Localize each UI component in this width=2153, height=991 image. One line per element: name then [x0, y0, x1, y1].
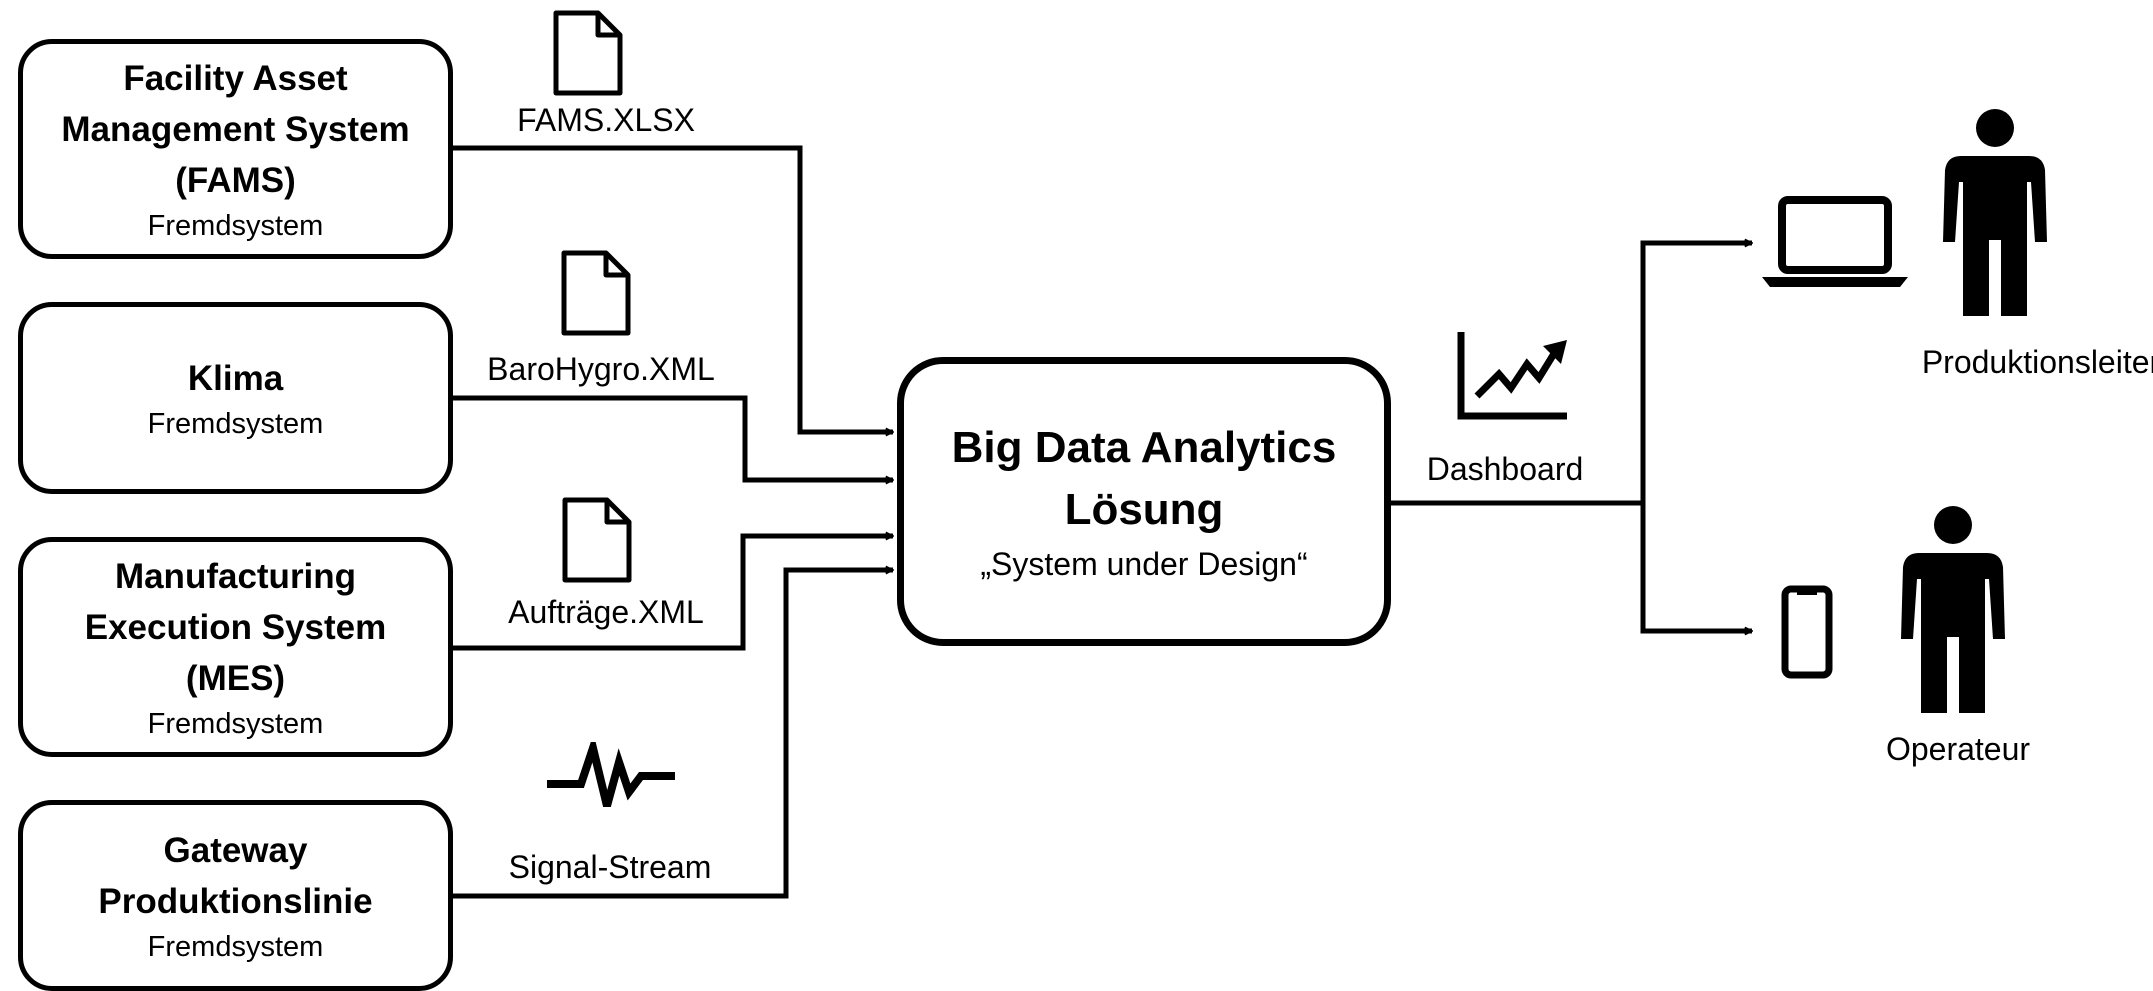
connector-fams [450, 145, 893, 432]
source-title: Manufacturing Execution System (MES) [84, 556, 387, 698]
source-subtitle: Fremdsystem [147, 930, 324, 963]
connector-to-phone [1640, 503, 1752, 631]
document-icon [562, 497, 632, 583]
connector-klima [450, 395, 893, 480]
source-subtitle: Fremdsystem [147, 707, 324, 740]
data-label-gateway: Signal-Stream [508, 849, 712, 885]
source-subtitle: Fremdsystem [147, 209, 324, 242]
data-label-fams: FAMS.XLSX [517, 102, 695, 138]
source-box-gateway: Gateway Produktionslinie Fremdsystem [18, 800, 453, 991]
user-label-operateur: Operateur [1885, 731, 2031, 767]
source-title: Gateway Produktionslinie [98, 830, 373, 921]
source-box-klima: Klima Fremdsystem [18, 302, 453, 494]
center-box-big-data: Big Data Analytics Lösung „System under … [897, 357, 1391, 646]
center-subtitle: „System under Design“ [980, 545, 1308, 582]
source-box-mes: Manufacturing Execution System (MES) Fre… [18, 537, 453, 757]
laptop-icon [1762, 196, 1908, 287]
connector-gateway [450, 570, 893, 899]
source-title: Facility Asset Management System (FAMS) [61, 58, 410, 200]
connector-to-laptop [1640, 243, 1752, 503]
person-icon [1943, 109, 2047, 316]
center-title: Big Data Analytics Lösung [951, 422, 1337, 534]
dashboard-label: Dashboard [1426, 451, 1584, 487]
connector-mes [450, 536, 893, 651]
chart-trend-icon [1457, 332, 1567, 420]
source-subtitle: Fremdsystem [147, 407, 324, 440]
smartphone-icon [1781, 585, 1833, 679]
source-box-fams: Facility Asset Management System (FAMS) … [18, 39, 453, 259]
data-label-klima: BaroHygro.XML [487, 351, 715, 387]
signal-wave-icon [547, 742, 675, 808]
user-label-produktionsleiter: Produktionsleiter [1921, 344, 2153, 380]
document-icon [553, 10, 623, 96]
source-title: Klima [187, 358, 284, 398]
data-label-mes: Aufträge.XML [508, 594, 704, 630]
document-icon [561, 250, 631, 336]
person-icon [1901, 506, 2005, 713]
